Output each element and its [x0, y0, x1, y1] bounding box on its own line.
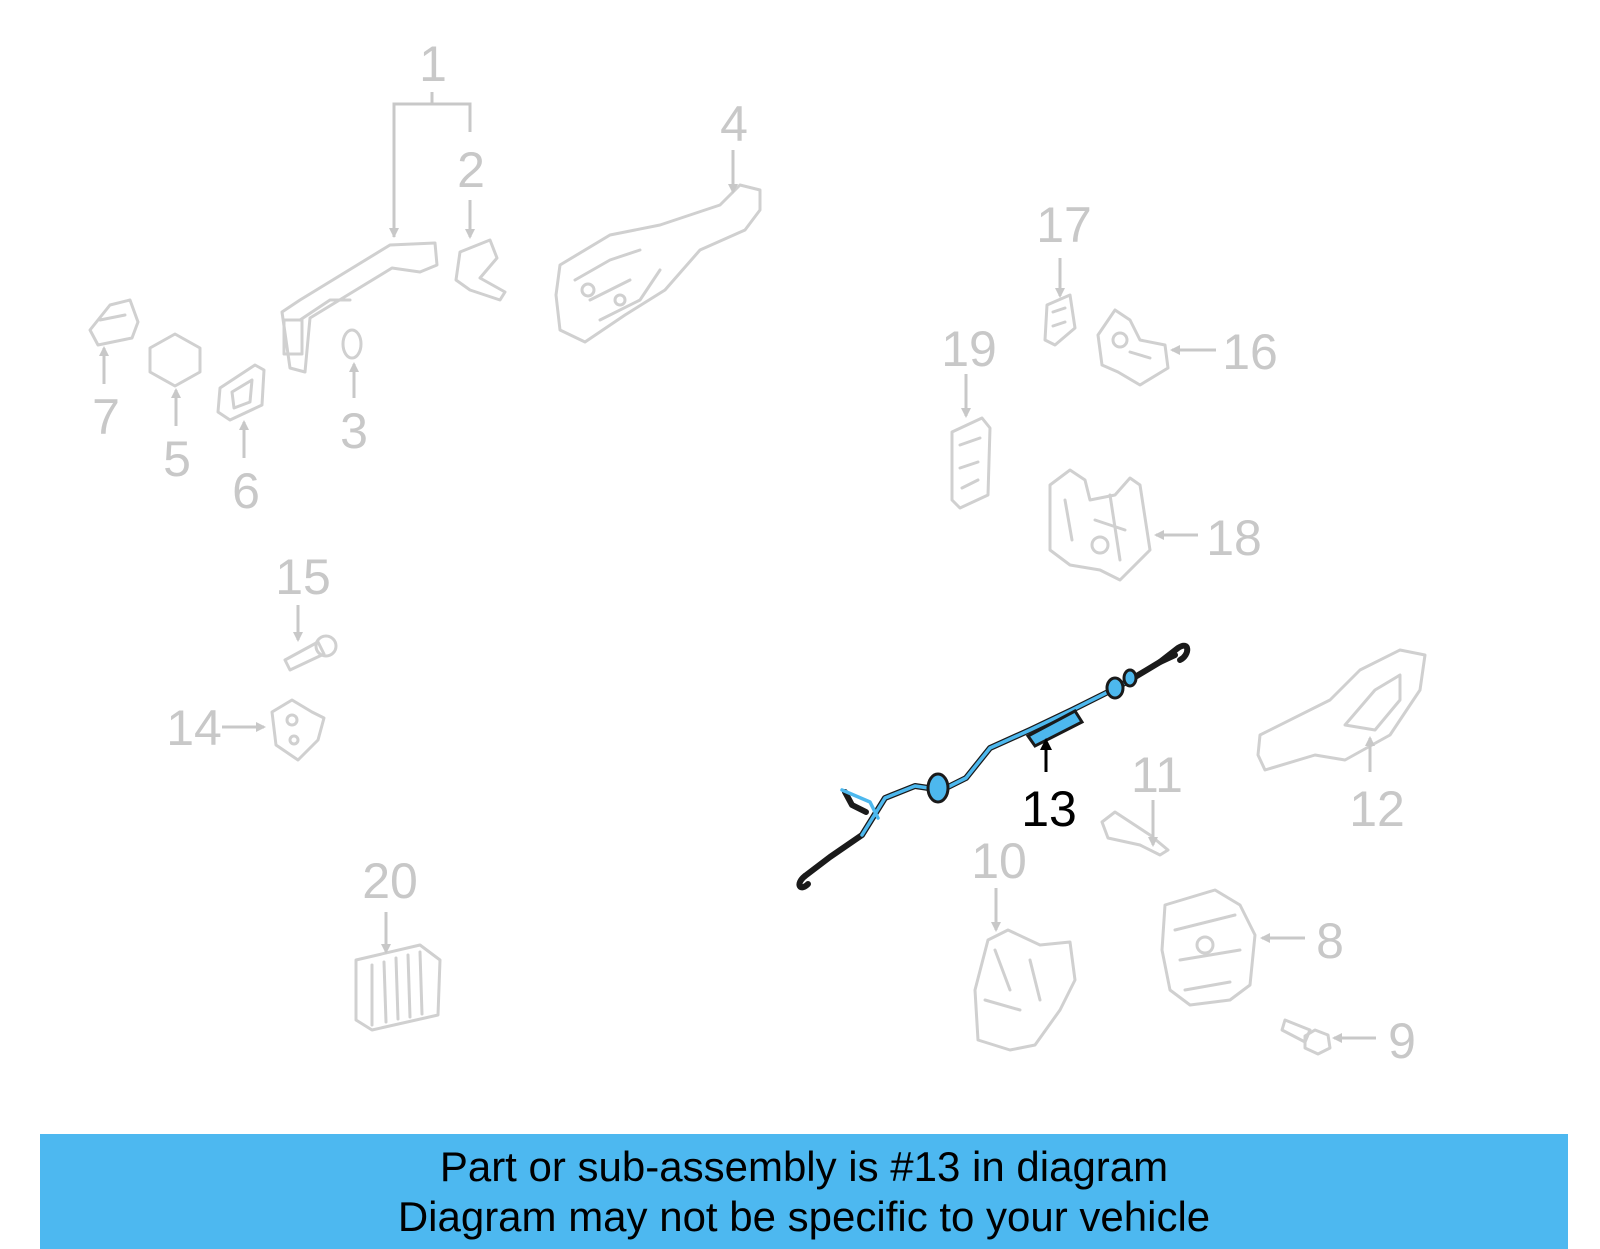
callout-1: 1 — [419, 36, 447, 92]
part-reinforcement-plate — [950, 416, 992, 510]
part-bolt-15 — [283, 634, 338, 672]
callout-labels: 1 2 3 4 5 6 7 8 9 10 11 12 13 14 15 16 1… — [92, 36, 1416, 1069]
callout-3: 3 — [340, 403, 368, 459]
callout-5: 5 — [163, 431, 191, 487]
callout-13: 13 — [1021, 781, 1077, 837]
callout-18: 18 — [1206, 510, 1262, 566]
callout-12: 12 — [1349, 781, 1405, 837]
callout-17: 17 — [1036, 197, 1092, 253]
cable-connector — [1105, 676, 1125, 700]
banner-line-disclaimer: Diagram may not be specific to your vehi… — [397, 1193, 1211, 1240]
callout-20: 20 — [362, 853, 418, 909]
part-cylinder-cap — [88, 298, 140, 347]
leader-lines — [99, 92, 1376, 1043]
part-inner-handle — [1256, 648, 1427, 772]
part-vent-grille — [354, 943, 442, 1032]
part-lock-bracket — [973, 928, 1077, 1052]
part-gasket — [216, 363, 266, 422]
info-banner: Part or sub-assembly is #13 in diagram D… — [40, 1134, 1568, 1249]
callout-19: 19 — [941, 321, 997, 377]
part-upper-hinge — [1096, 308, 1170, 387]
part-spacer-plate — [1043, 293, 1077, 347]
callout-6: 6 — [232, 463, 260, 519]
part-lower-hinge — [1048, 468, 1152, 582]
callout-2: 2 — [457, 142, 485, 198]
callout-10: 10 — [971, 833, 1027, 889]
part-outer-door-handle — [280, 241, 439, 374]
cable-sleeve — [1025, 709, 1085, 748]
part-pin — [1100, 810, 1170, 857]
part-handle-clip — [454, 238, 507, 302]
cable-grommet — [926, 772, 950, 804]
part-screw-9 — [1280, 1018, 1332, 1056]
part-hex-cap — [148, 332, 202, 388]
callout-8: 8 — [1316, 913, 1344, 969]
callout-14: 14 — [166, 700, 222, 756]
callout-16: 16 — [1222, 324, 1278, 380]
part-striker — [270, 698, 326, 762]
callout-7: 7 — [92, 389, 120, 445]
callout-9: 9 — [1388, 1013, 1416, 1069]
part-door-lock-cable — [796, 642, 1191, 891]
callout-11: 11 — [1131, 747, 1183, 803]
part-handle-frame — [554, 183, 762, 344]
part-o-ring — [341, 328, 363, 360]
part-door-lock-actuator — [1160, 888, 1257, 1007]
callout-4: 4 — [720, 96, 748, 152]
banner-line-part: Part or sub-assembly is #13 in diagram — [439, 1143, 1169, 1190]
callout-15: 15 — [275, 549, 331, 605]
